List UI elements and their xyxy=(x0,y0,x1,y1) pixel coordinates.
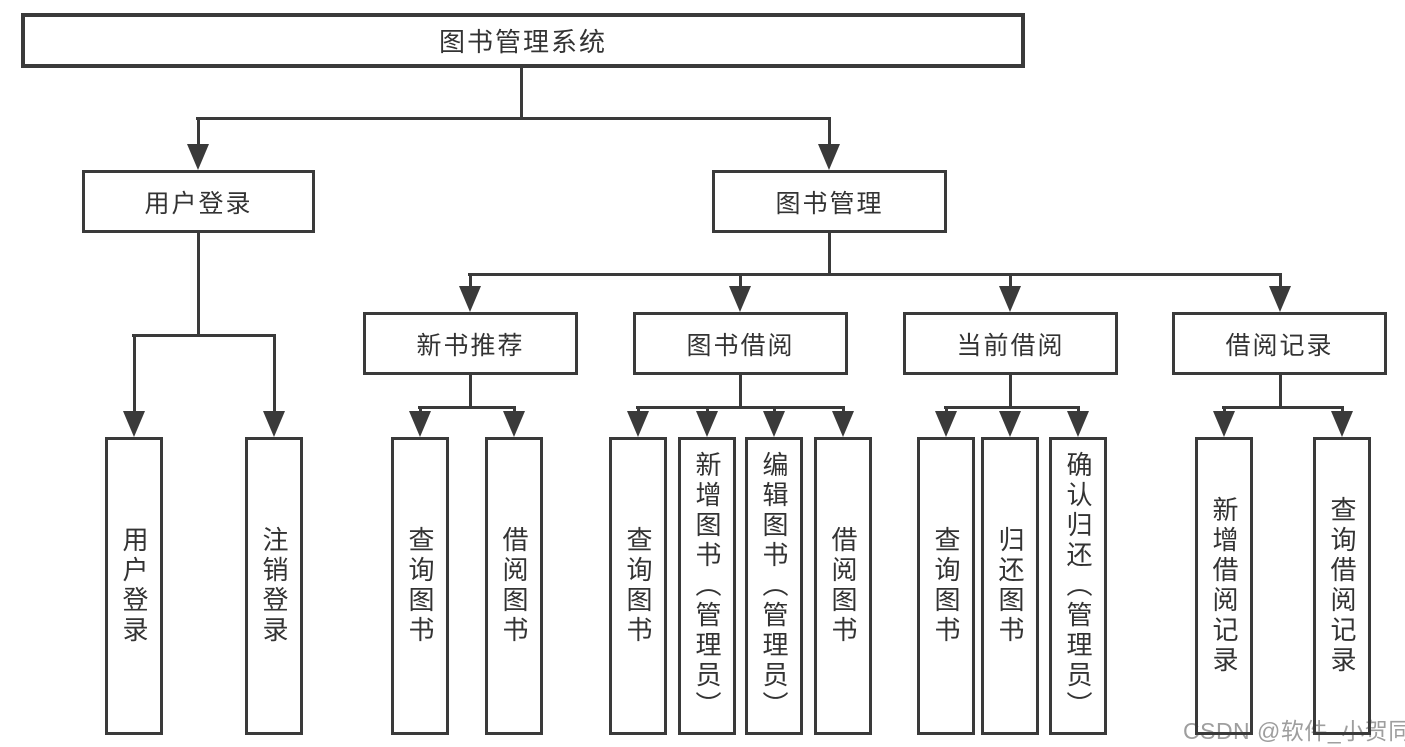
node-label: 图书管理系统 xyxy=(438,27,607,57)
node-label: 确认归还（管理员） xyxy=(1063,451,1093,721)
node-label: 借阅图书 xyxy=(828,526,858,646)
arrow-down-icon xyxy=(627,411,649,437)
arrow-down-icon xyxy=(832,411,854,437)
node-label: 用户登录 xyxy=(119,526,149,646)
connector-line xyxy=(706,406,709,414)
connector-line xyxy=(468,273,1282,276)
connector-line xyxy=(739,273,742,288)
arrow-down-icon xyxy=(763,411,785,437)
leaf-recommend-borrow-books: 借阅图书 xyxy=(485,437,543,735)
connector-line xyxy=(637,406,640,414)
connector-line xyxy=(1279,273,1282,288)
connector-line xyxy=(418,406,516,409)
connector-line xyxy=(132,334,276,337)
csdn-watermark: CSDN @软件_小贺同学 xyxy=(1183,718,1405,744)
node-label: 注销登录 xyxy=(259,526,289,646)
leaf-records-add-record: 新增借阅记录 xyxy=(1195,437,1253,735)
node-label: 查询图书 xyxy=(623,526,653,646)
leaf-logout: 注销登录 xyxy=(245,437,303,735)
connector-line xyxy=(945,406,948,414)
connector-line xyxy=(842,406,845,414)
leaf-borrow-borrow-books: 借阅图书 xyxy=(814,437,872,735)
node-library-management-system: 图书管理系统 xyxy=(21,13,1025,68)
node-label: 借阅记录 xyxy=(1225,331,1334,360)
node-current-borrowing: 当前借阅 xyxy=(903,312,1118,375)
connector-line xyxy=(419,406,422,414)
node-new-book-recommendation: 新书推荐 xyxy=(363,312,578,375)
arrow-down-icon xyxy=(935,411,957,437)
arrow-down-icon xyxy=(999,286,1021,312)
connector-line xyxy=(636,406,845,409)
arrow-down-icon xyxy=(729,286,751,312)
leaf-current-query-books: 查询图书 xyxy=(917,437,975,735)
arrow-down-icon xyxy=(503,411,525,437)
node-book-management: 图书管理 xyxy=(712,170,947,233)
arrow-down-icon xyxy=(123,411,145,437)
connector-line xyxy=(773,406,776,414)
connector-line xyxy=(133,334,136,413)
node-borrowing-records: 借阅记录 xyxy=(1172,312,1387,375)
node-user-login: 用户登录 xyxy=(82,170,315,233)
arrow-down-icon xyxy=(187,144,209,170)
leaf-current-return-books: 归还图书 xyxy=(981,437,1039,735)
node-label: 用户登录 xyxy=(144,189,253,218)
node-label: 新书推荐 xyxy=(416,331,525,360)
connector-line xyxy=(513,406,516,414)
arrow-down-icon xyxy=(1067,411,1089,437)
node-label: 新增图书（管理员） xyxy=(692,451,722,721)
connector-line xyxy=(469,373,472,408)
arrow-down-icon xyxy=(696,411,718,437)
node-book-borrowing: 图书借阅 xyxy=(633,312,848,375)
connector-line xyxy=(520,66,523,119)
connector-line xyxy=(1222,406,1344,409)
arrow-down-icon xyxy=(999,411,1021,437)
node-label: 图书借阅 xyxy=(686,331,795,360)
connector-line xyxy=(828,117,831,146)
connector-line xyxy=(1009,373,1012,408)
connector-line xyxy=(1341,406,1344,414)
connector-line xyxy=(1009,273,1012,288)
leaf-user-login: 用户登录 xyxy=(105,437,163,735)
connector-line xyxy=(1077,406,1080,414)
connector-line xyxy=(197,117,200,146)
connector-line xyxy=(739,373,742,408)
leaf-borrow-query-books: 查询图书 xyxy=(609,437,667,735)
node-label: 当前借阅 xyxy=(956,331,1065,360)
connector-line xyxy=(469,273,472,288)
node-label: 新增借阅记录 xyxy=(1209,496,1239,676)
connector-line xyxy=(197,231,200,336)
arrow-down-icon xyxy=(459,286,481,312)
leaf-recommend-query-books: 查询图书 xyxy=(391,437,449,735)
arrow-down-icon xyxy=(409,411,431,437)
connector-line xyxy=(1223,406,1226,414)
arrow-down-icon xyxy=(818,144,840,170)
leaf-borrow-add-books-admin: 新增图书（管理员） xyxy=(678,437,736,735)
leaf-records-query-record: 查询借阅记录 xyxy=(1313,437,1371,735)
connector-line xyxy=(828,231,831,275)
connector-line xyxy=(944,406,1080,409)
node-label: 借阅图书 xyxy=(499,526,529,646)
arrow-down-icon xyxy=(1269,286,1291,312)
node-label: 查询借阅记录 xyxy=(1327,496,1357,676)
connector-line xyxy=(1279,372,1282,408)
leaf-current-confirm-return-admin: 确认归还（管理员） xyxy=(1049,437,1107,735)
connector-line xyxy=(196,117,831,120)
arrow-down-icon xyxy=(1213,411,1235,437)
node-label: 图书管理 xyxy=(775,189,884,218)
node-label: 归还图书 xyxy=(995,526,1025,646)
arrow-down-icon xyxy=(263,411,285,437)
node-label: 查询图书 xyxy=(405,526,435,646)
node-label: 编辑图书（管理员） xyxy=(759,451,789,721)
arrow-down-icon xyxy=(1331,411,1353,437)
connector-line xyxy=(273,334,276,413)
node-label: 查询图书 xyxy=(931,526,961,646)
leaf-borrow-edit-books-admin: 编辑图书（管理员） xyxy=(745,437,803,735)
